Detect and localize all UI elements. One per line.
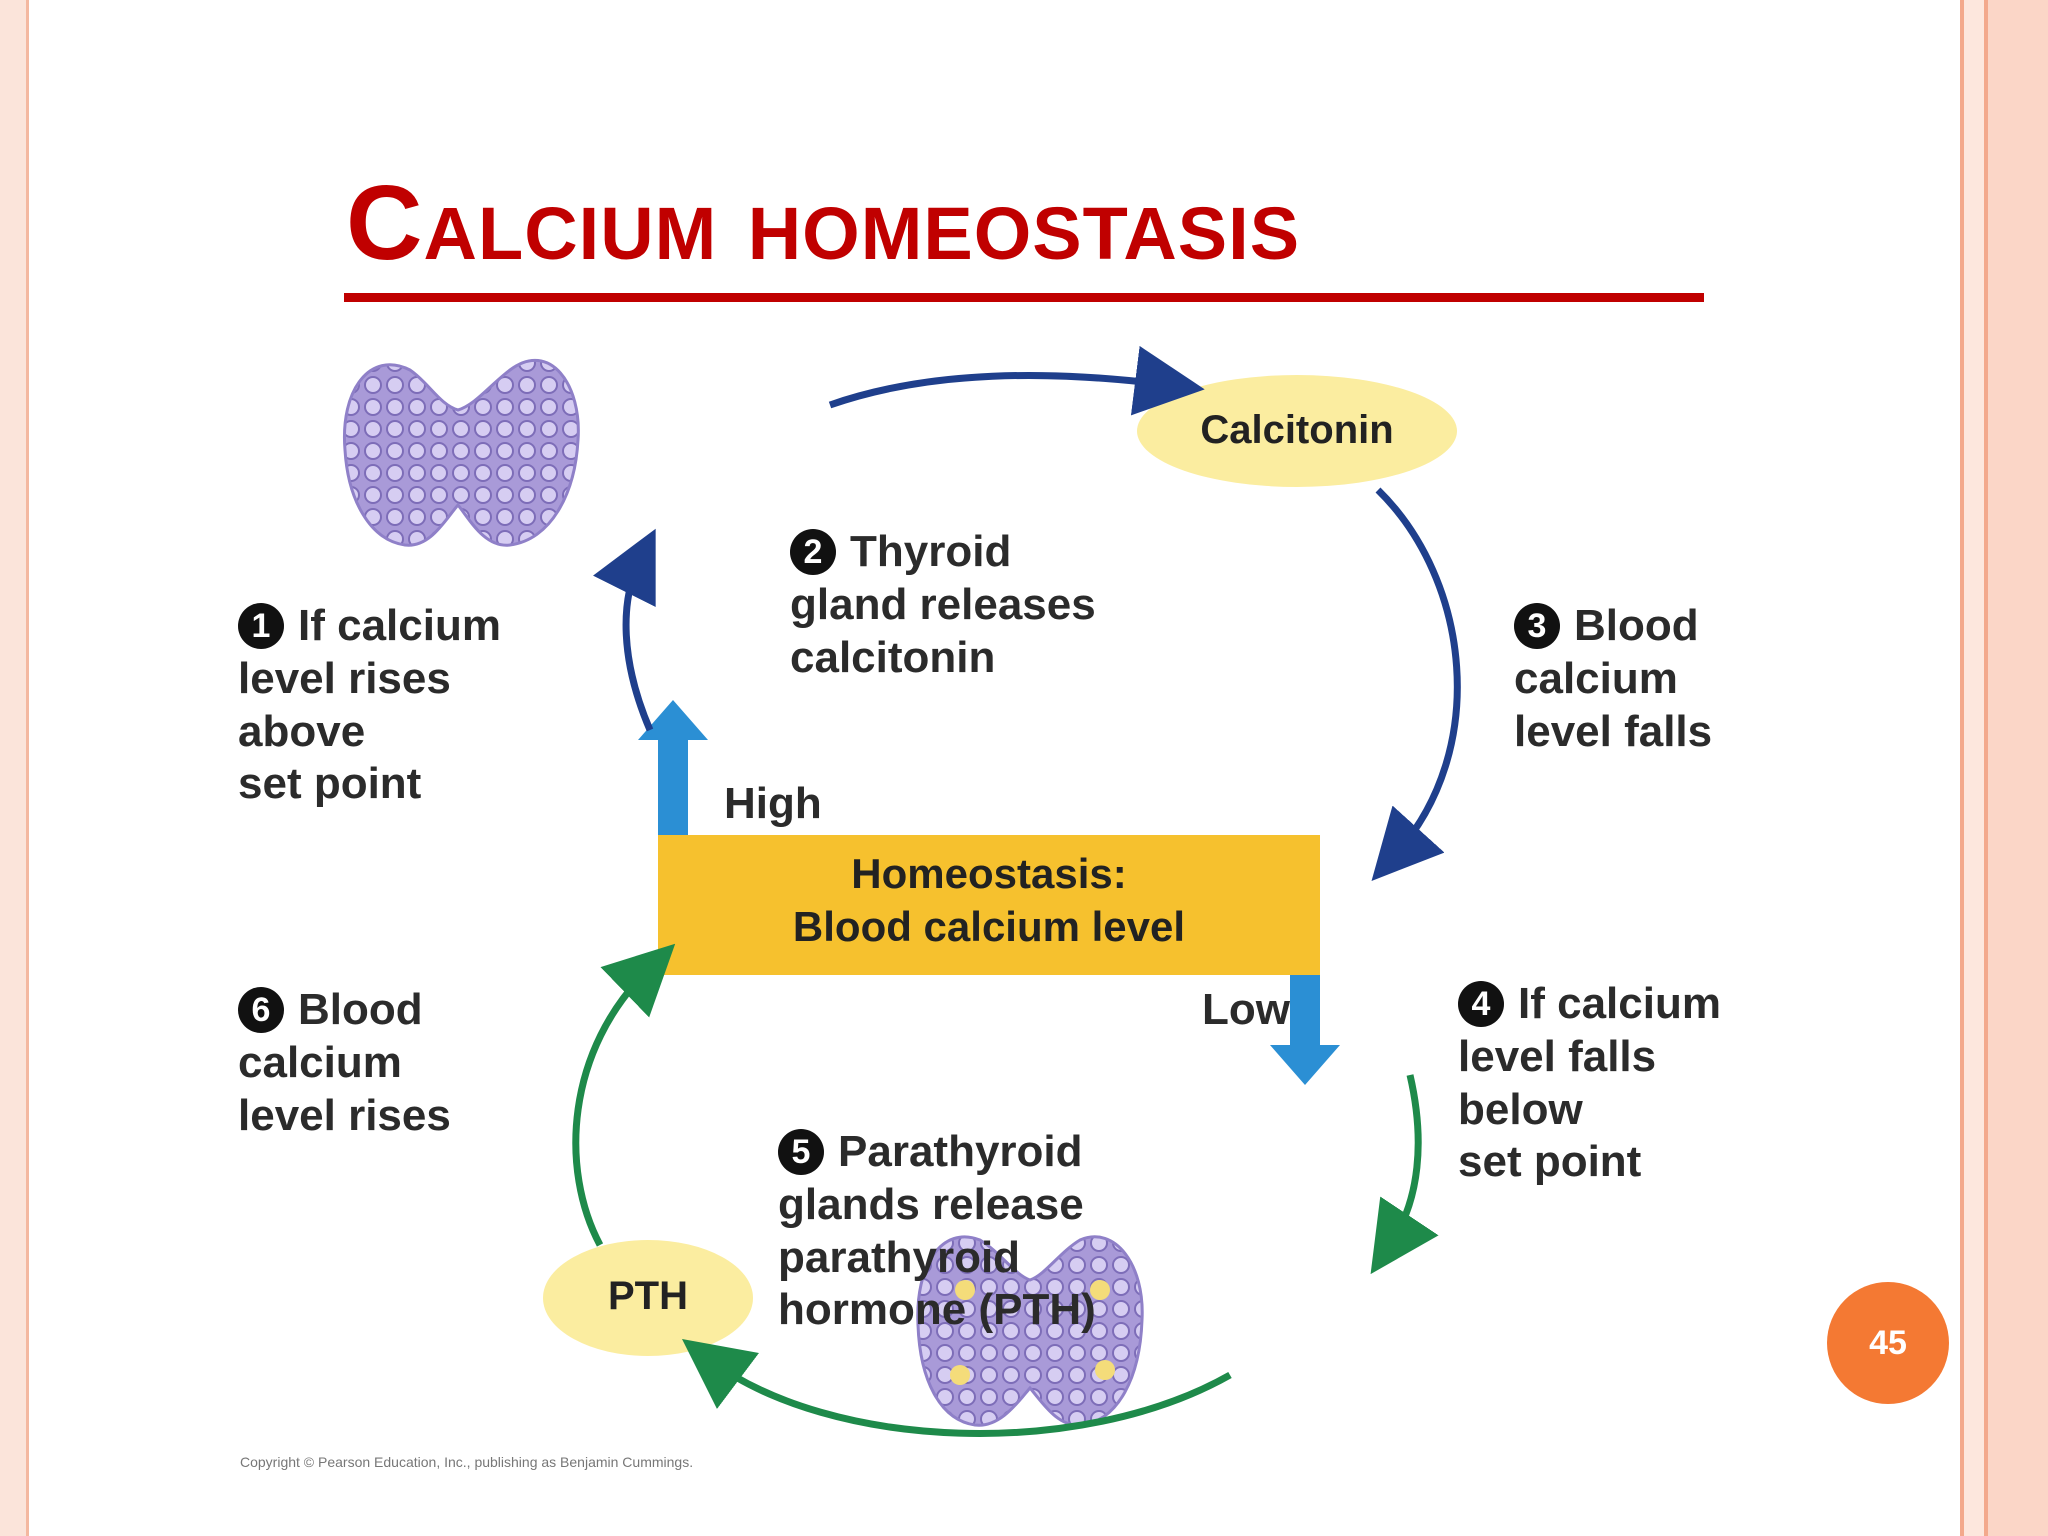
arrow-to-thyroid xyxy=(593,528,656,732)
slide-border-right xyxy=(1960,0,1964,1536)
step-6-text: Blood calcium level rises xyxy=(238,985,451,1140)
step-4-text: If calcium level falls below set point xyxy=(1458,979,1721,1187)
thyroid-gland-icon xyxy=(342,358,580,547)
copyright-note: Copyright © Pearson Education, Inc., pub… xyxy=(240,1454,694,1470)
pth-label: PTH xyxy=(608,1274,688,1318)
high-label: High xyxy=(724,779,822,828)
pth-oval xyxy=(543,1240,753,1356)
calcitonin-label: Calcitonin xyxy=(1200,408,1394,452)
title-underline xyxy=(344,293,1704,302)
step-number-2: 2 xyxy=(790,529,836,575)
homeostasis-title: Homeostasis: xyxy=(851,850,1127,897)
low-arrow-icon xyxy=(1270,975,1340,1085)
step-5-text: Parathyroid glands release parathyroid h… xyxy=(778,1127,1096,1335)
high-arrow-icon xyxy=(638,700,708,835)
step-number-6: 6 xyxy=(238,987,284,1033)
step-2-text: Thyroid gland releases calcitonin xyxy=(790,527,1096,682)
arrow-to-homeostasis-from-top xyxy=(1371,487,1461,881)
low-label: Low xyxy=(1202,985,1290,1034)
step-number-1: 1 xyxy=(238,603,284,649)
step-number-4: 4 xyxy=(1458,981,1504,1027)
slide-border-left xyxy=(0,0,29,1536)
step-number-3: 3 xyxy=(1514,603,1560,649)
arrow-to-parathyroid xyxy=(1370,1074,1439,1275)
slide-border-right xyxy=(1984,0,1988,1536)
homeostasis-subtitle: Blood calcium level xyxy=(792,903,1186,950)
calcitonin-oval xyxy=(1137,375,1457,487)
page-number-badge: 45 xyxy=(1827,1282,1949,1404)
step-number-5: 5 xyxy=(778,1129,824,1175)
arrow-to-calcitonin xyxy=(828,345,1205,416)
diagram-graphics xyxy=(342,345,1461,1437)
arrow-to-pth xyxy=(681,1339,1232,1437)
step-3-text: Blood calcium level falls xyxy=(1514,601,1713,756)
arrow-to-homeostasis-from-bottom xyxy=(572,943,676,1247)
slide-title: Calcium homeostasis xyxy=(346,164,1301,282)
step-1-text: If calcium level rises above set point xyxy=(238,601,501,809)
homeostasis-box xyxy=(658,835,1320,975)
slide-border-right xyxy=(1988,0,2048,1536)
calcium-homeostasis-diagram: Calcitonin PTH Homeostasis: Blood calciu… xyxy=(230,330,1810,1490)
slide-border-right xyxy=(1964,0,1984,1536)
